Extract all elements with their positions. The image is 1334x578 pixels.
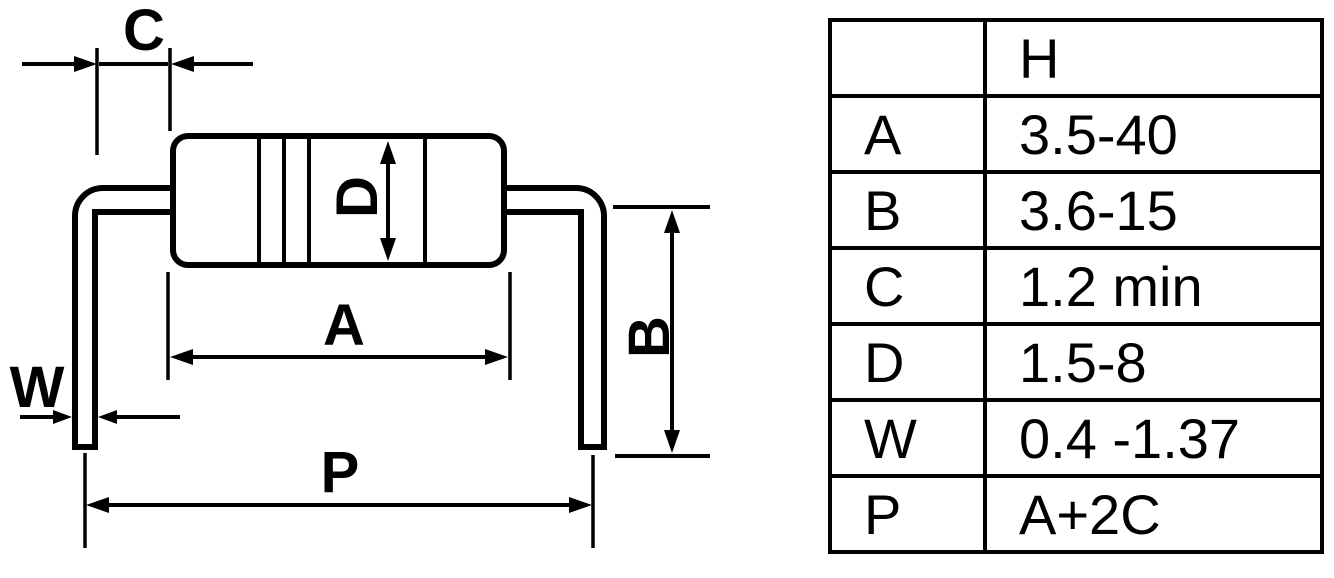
table-row: A 3.5-40 xyxy=(828,94,1324,174)
table-row: D 1.5-8 xyxy=(828,322,1324,402)
d-dimension-label: D xyxy=(325,176,390,218)
arrowhead-up-icon xyxy=(380,141,396,164)
value-cell: A+2C xyxy=(983,474,1324,554)
arrowhead-right-icon xyxy=(74,56,97,72)
left-lead-inner-edge xyxy=(92,209,173,446)
arrowhead-left-icon xyxy=(98,410,117,424)
param-cell: P xyxy=(828,474,987,554)
p-dimension-label: P xyxy=(321,440,360,505)
left-lead-outer-edge xyxy=(72,185,173,446)
value-cell: 1.5-8 xyxy=(983,322,1324,402)
table-header-row: H xyxy=(828,18,1324,98)
table-row: W 0.4 -1.37 xyxy=(828,398,1324,478)
table-header-value-cell: H xyxy=(983,18,1324,98)
param-cell: W xyxy=(828,398,987,478)
component-drawing: C D A B xyxy=(10,0,710,548)
arrowhead-down-icon xyxy=(664,430,680,453)
table-row: P A+2C xyxy=(828,474,1324,554)
p-dimension: P xyxy=(83,440,595,548)
value-cell: 0.4 -1.37 xyxy=(983,398,1324,478)
param-cell: B xyxy=(828,170,987,250)
arrowhead-down-icon xyxy=(380,238,396,261)
d-dimension: D xyxy=(325,141,396,261)
arrowhead-left-icon xyxy=(86,497,109,513)
arrowhead-right-icon xyxy=(53,410,72,424)
right-lead-inner-edge xyxy=(504,209,584,446)
component-body xyxy=(170,133,507,268)
a-dimension-label: A xyxy=(323,293,365,358)
dimensions-table: H A 3.5-40 B 3.6-15 C 1.2 min D 1.5-8 W … xyxy=(828,18,1324,554)
body-outline xyxy=(170,133,507,268)
value-cell: 1.2 min xyxy=(983,246,1324,326)
arrowhead-left-icon xyxy=(171,56,194,72)
arrowhead-right-icon xyxy=(485,349,508,365)
table-row: B 3.6-15 xyxy=(828,170,1324,250)
b-dimension: B xyxy=(613,205,710,458)
value-cell: 3.6-15 xyxy=(983,170,1324,250)
arrowhead-up-icon xyxy=(664,210,680,233)
right-lead xyxy=(504,185,607,450)
right-lead-outer-edge xyxy=(504,185,607,446)
b-dimension-label: B xyxy=(617,316,682,358)
table-header-param-cell xyxy=(828,18,987,98)
param-cell: C xyxy=(828,246,987,326)
value-cell: 3.5-40 xyxy=(983,94,1324,174)
c-dimension: C xyxy=(22,0,253,155)
arrowhead-left-icon xyxy=(170,349,193,365)
arrowhead-right-icon xyxy=(569,497,592,513)
w-dimension-label: W xyxy=(10,355,65,420)
param-cell: A xyxy=(828,94,987,174)
table-row: C 1.2 min xyxy=(828,246,1324,326)
w-dimension: W xyxy=(10,355,180,424)
a-dimension: A xyxy=(166,272,512,380)
left-lead xyxy=(72,185,173,450)
param-cell: D xyxy=(828,322,987,402)
c-dimension-label: C xyxy=(123,0,165,63)
